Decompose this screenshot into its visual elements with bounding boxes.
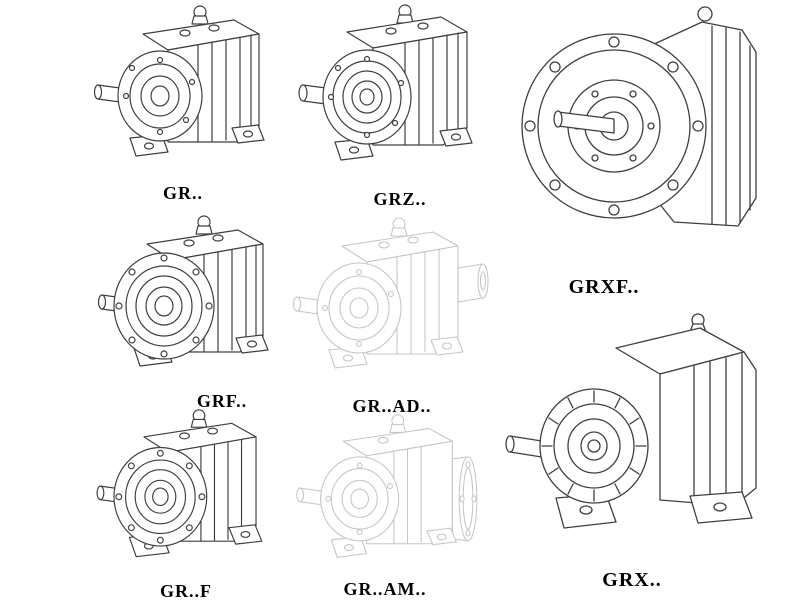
gearbox-drawing-grx	[498, 296, 798, 562]
model-label-grxf: GRXF..	[568, 276, 640, 298]
grxf-flange-gearbox-illustration	[521, 6, 757, 227]
grx-gearbox-illustration	[505, 313, 757, 529]
grz-helical-gearbox-illustration	[298, 4, 473, 161]
gr-helical-gearbox-illustration	[93, 5, 265, 157]
gearbox-drawing-grad	[287, 212, 492, 392]
gearbox-drawing-grz	[295, 0, 485, 186]
gearbox-drawing-grxf	[498, 0, 798, 266]
grad-adapter-gearbox-illustration	[292, 217, 489, 369]
model-label-gr: GR..	[163, 183, 203, 203]
gearbox-drawing-grf-foot	[90, 404, 280, 576]
model-label-grx: GRX..	[602, 569, 662, 591]
grf-flange-gearbox-illustration	[97, 215, 269, 367]
model-label-grz: GRZ..	[373, 189, 427, 209]
model-label-gram: GR..AM..	[343, 579, 427, 599]
gearbox-drawing-gr	[88, 0, 283, 178]
grf-foot-gearbox-illustration	[96, 409, 263, 558]
model-label-grf2: GR..F	[160, 581, 212, 600]
model-label-grf: GRF..	[196, 391, 248, 411]
gearbox-drawing-gram	[290, 410, 485, 574]
model-label-grad: GR..AD..	[352, 396, 432, 416]
gram-motor-flange-gearbox-illustration	[296, 414, 478, 558]
gearbox-drawing-grf	[92, 210, 287, 388]
